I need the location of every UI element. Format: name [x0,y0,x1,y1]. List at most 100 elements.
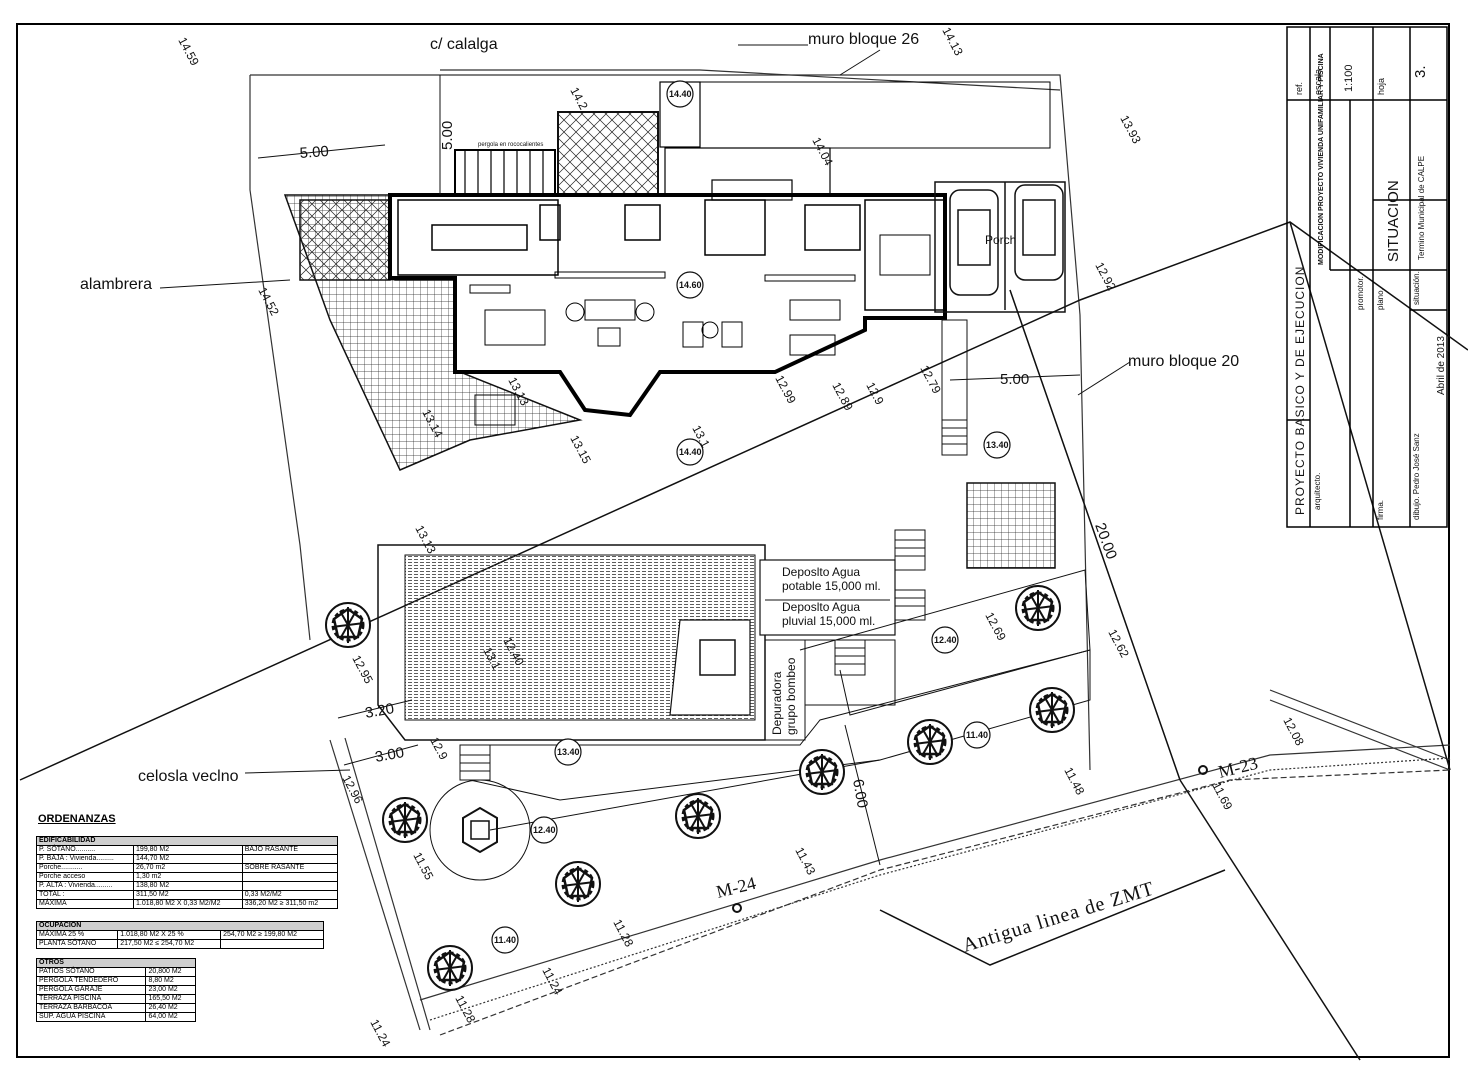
elev-4: 14.04 [809,135,836,168]
elev-11: 12.79 [917,363,944,396]
elev-25: 11.48 [1061,765,1087,798]
table-cell: 0,33 M2/M2 [241,890,339,900]
tb-plano: SITUACION [1385,180,1402,262]
dim-5-right: 5.00 [1000,371,1029,388]
table-cell: TERRAZA PISCINA [35,994,147,1004]
table-cell: 217,50 M2 ≤ 254,70 M2 [117,939,222,949]
table-cell: 26,40 M2 [145,1003,196,1013]
lower-terraces [429,569,1091,881]
elev-9: 12.89 [829,380,856,413]
table-cell: Porche........... [35,863,135,873]
garage [934,181,1066,313]
elev-20: 12.96 [339,773,366,806]
zmt-label: Antigua linea de ZMT [960,877,1157,956]
table-cell: 1.018,80 M2 X 25 % [117,930,222,940]
table-cell: 138,80 M2 [133,881,243,891]
porch-label: Porch [985,233,1016,247]
elev-2: 14.13 [939,25,966,58]
dim-5-vertical: 5.00 [439,121,456,150]
table-row: P. BAJA : Vivienda.........144,70 M2 [35,854,339,864]
tb-dibujo: dibujo. Pedro José Sanz [1412,433,1421,520]
tb-project: PROYECTO BASICO Y DE EJECUCION [1293,265,1307,515]
table-cell: 311,50 M2 [133,890,243,900]
table-cell: TERRAZA BARBACOA [35,1003,147,1013]
elev-7: 12.92 [1092,260,1119,293]
elev-10: 12.9 [863,380,886,407]
tb-situacion-label: situación. [1412,271,1421,305]
celosia-label: celosla veclno [138,768,239,785]
elev-31: 12.08 [1280,715,1307,748]
table-cell: SUP. AGUA PISCINA [35,1012,147,1022]
deposito-potable-2: potable 15,000 ml. [782,579,881,593]
alambrera-label: alambrera [80,276,152,293]
elev-16: 13.13 [412,523,439,556]
dim-20-00: 20.00 [1091,521,1120,562]
table-cell: 1,30 m2 [133,872,243,882]
table-cell [241,854,339,864]
tb-promotor: promotor. [1356,276,1365,310]
deposito-pluvial-2: pluvial 15,000 ml. [782,614,875,628]
pergola-terrace [966,482,1056,569]
elev-28: 11.24 [539,965,565,998]
table-cell: 64,00 M2 [145,1012,196,1022]
table-cell: 199,80 M2 [133,845,243,855]
otros-header: OTROS [36,958,196,968]
table-cell [241,872,339,882]
level-mark-1: 14.40 [669,89,692,99]
elev-5: 13.93 [1117,113,1144,146]
level-mark-8: 11.40 [966,730,988,740]
level-mark-3: 14.40 [679,447,702,457]
tb-escala-label: escala [1313,68,1323,95]
level-marks: 14.40 14.60 14.40 13.40 13.40 12.40 12.4… [491,80,1011,954]
table-cell: P. ALTA : Vivienda......... [35,881,135,891]
marker-m23: M-23 [1216,753,1260,782]
edificabilidad-header: EDIFICABILIDAD [36,836,338,846]
dim-5-top: 5.00 [299,143,329,162]
elev-14: 13.15 [567,433,594,466]
wall-26-label: muro bloque 26 [808,31,919,48]
level-mark-5: 13.40 [557,747,580,757]
elev-27: 11.28 [610,917,636,950]
table-cell: 26,70 m2 [133,863,243,873]
survey-markers [732,765,1208,913]
tb-hoja-label: hoja [1376,77,1386,95]
elev-3: 14.2 [567,85,590,112]
house [388,81,1051,426]
leader-lines [159,49,1131,774]
tb-fecha: Abril de 2013 [1436,336,1447,395]
elev-19: 12.9 [427,735,450,762]
table-cell: PERGOLA GARAJE [35,985,147,995]
table-cell [220,939,324,949]
pool [377,544,896,741]
elev-8: 12.99 [772,373,799,406]
wall-20-label: muro bloque 20 [1128,353,1239,370]
level-mark-7: 12.40 [533,825,556,835]
tb-situacion: Termino Municipal de CALPE [1417,155,1426,260]
deposito-potable-1: Deposlto Agua [782,565,860,579]
elev-21: 12.69 [982,610,1009,643]
stairs [459,319,968,781]
elev-18: 12.95 [349,653,376,686]
ocupacion-header: OCUPACION [36,921,324,931]
ordenanzas-title: ORDENANZAS [38,813,116,825]
street-label: c/ calalga [430,36,498,53]
table-cell: 23,00 M2 [145,985,196,995]
table-cell: PLANTA SÓTANO [35,939,119,949]
elev-1: 14.59 [175,35,202,68]
dim-3-00: 3.00 [374,744,406,766]
level-mark-6: 12.40 [934,635,957,645]
table-cell: Porche acceso [35,872,135,882]
table-cell: P. SÓTANO.......... [35,845,135,855]
plot-boundary [249,69,1451,1036]
table-row: P. ALTA : Vivienda.........138,80 M2 [35,881,339,891]
courtyard-top [557,111,659,201]
